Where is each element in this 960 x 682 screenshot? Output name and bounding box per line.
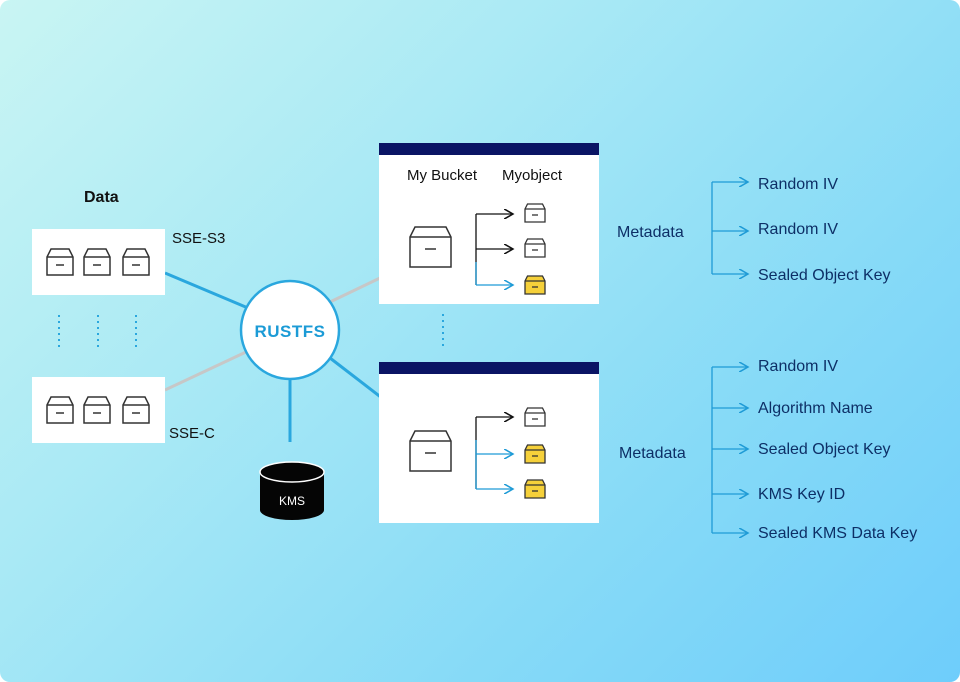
bucket-icon [409,430,452,472]
data-ellipsis [58,315,137,348]
object-icon [122,248,150,276]
metadata-item: Algorithm Name [758,400,873,417]
encrypted-object-icon [524,479,546,499]
rustfs-node: RUSTFS [239,279,341,381]
sse-s3-label: SSE-S3 [172,230,225,247]
object-icon [83,248,111,276]
metadata-item: Sealed KMS Data Key [758,525,917,542]
encrypted-object-icon [524,444,546,464]
metadata-item: Random IV [758,358,838,375]
object-label: Myobject [502,167,563,184]
metadata-item: Random IV [758,221,838,238]
metadata-top-label: Metadata [617,224,684,241]
metadata-item: Sealed Object Key [758,267,891,284]
metadata-item: KMS Key ID [758,486,845,503]
line-bucket-top [329,276,381,304]
line-bucket-bottom [329,356,383,400]
object-icon [46,248,74,276]
metadata-bottom: Metadata Random IV Algorithm Name Sealed… [619,358,917,542]
metadata-item: Sealed Object Key [758,441,891,458]
metadata-top: Metadata Random IV Random IV Sealed Obje… [617,176,891,284]
rustfs-label: RUSTFS [255,322,326,341]
data-box-top [32,229,165,295]
bucket-panel-bottom [379,362,599,523]
object-version-icon [524,238,546,258]
line-sse-s3 [164,271,249,310]
object-version-icon [524,407,546,427]
connector-lines [164,271,383,442]
kms-label: KMS [279,494,305,508]
encrypted-object-icon [524,275,546,295]
object-icon [46,396,74,424]
object-version-icon [524,203,546,223]
sse-c-label: SSE-C [169,425,215,442]
kms-database-icon: KMS [259,461,325,520]
metadata-bottom-label: Metadata [619,445,686,462]
metadata-item: Random IV [758,176,838,193]
line-sse-c [164,350,247,392]
data-box-bottom [32,377,165,443]
data-label: Data [84,189,119,206]
bucket-label: My Bucket [407,167,478,184]
bucket-panel-top: My Bucket Myobject [379,143,599,304]
object-icon [83,396,111,424]
bucket-icon [409,226,452,268]
object-icon [122,396,150,424]
